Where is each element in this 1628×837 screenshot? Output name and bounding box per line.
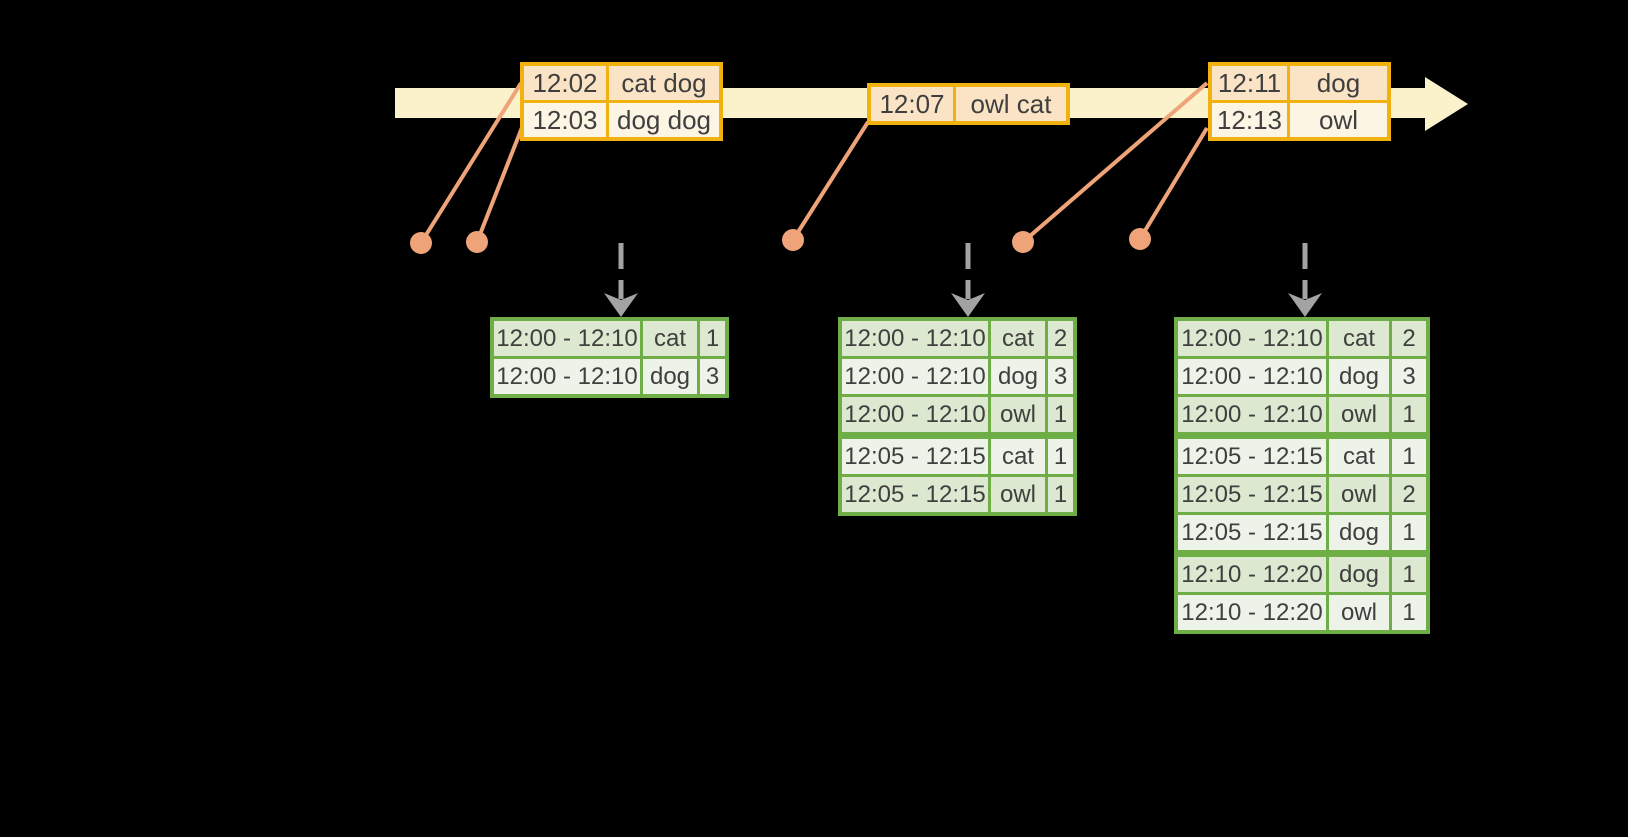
window-cell: 12:10 - 12:20 (1178, 595, 1326, 630)
count-cell: 2 (1392, 321, 1426, 356)
trigger-arrow-icon (951, 243, 985, 317)
result-table-2: 12:00 - 12:10 cat 2 12:00 - 12:10 dog 3 … (838, 317, 1077, 516)
timeline-arrowhead-icon (1425, 77, 1468, 131)
table-row: 12:00 - 12:10 cat 1 (494, 321, 725, 356)
count-cell: 1 (1392, 439, 1426, 474)
event-connector-line (419, 81, 523, 245)
result-table-3: 12:00 - 12:10 cat 2 12:00 - 12:10 dog 3 … (1174, 317, 1430, 634)
word-cell: cat (643, 321, 697, 356)
word-cell: owl (1329, 477, 1389, 512)
table-row: 12:00 - 12:10 cat 2 (1178, 321, 1426, 356)
event-dot (1129, 228, 1151, 250)
event-time-cell: 12:02 (524, 66, 606, 100)
table-row: 12:13 owl (1212, 103, 1387, 137)
count-cell: 1 (1048, 477, 1073, 512)
table-row: 12:05 - 12:15 owl 1 (842, 477, 1073, 512)
trigger-arrow-icon (1288, 243, 1322, 317)
window-cell: 12:05 - 12:15 (1178, 477, 1326, 512)
table-row: 12:00 - 12:10 dog 3 (1178, 359, 1426, 394)
table-row: 12:05 - 12:15 owl 2 (1178, 477, 1426, 512)
event-dot (466, 231, 488, 253)
window-cell: 12:00 - 12:10 (1178, 321, 1326, 356)
event-table-3: 12:11 dog 12:13 owl (1208, 62, 1391, 141)
count-cell: 1 (1392, 557, 1426, 592)
event-words-cell: owl cat (956, 87, 1066, 121)
result-table-1: 12:00 - 12:10 cat 1 12:00 - 12:10 dog 3 (490, 317, 729, 398)
window-cell: 12:00 - 12:10 (494, 359, 640, 394)
count-cell: 1 (1048, 397, 1073, 432)
window-cell: 12:10 - 12:20 (1178, 557, 1326, 592)
event-words-cell: owl (1290, 103, 1387, 137)
table-row: 12:05 - 12:15 dog 1 (1178, 515, 1426, 550)
event-dot (410, 232, 432, 254)
word-cell: cat (1329, 321, 1389, 356)
event-connector-line (475, 124, 525, 243)
word-cell: dog (1329, 557, 1389, 592)
event-words-cell: dog dog (609, 103, 719, 137)
count-cell: 2 (1048, 321, 1073, 356)
window-cell: 12:00 - 12:10 (1178, 397, 1326, 432)
event-dot (1012, 231, 1034, 253)
count-cell: 1 (700, 321, 725, 356)
count-cell: 1 (1048, 439, 1073, 474)
window-cell: 12:00 - 12:10 (842, 359, 988, 394)
window-cell: 12:00 - 12:10 (494, 321, 640, 356)
word-cell: owl (991, 477, 1045, 512)
event-time-cell: 12:11 (1212, 66, 1287, 100)
table-row: 12:00 - 12:10 dog 3 (842, 359, 1073, 394)
count-cell: 3 (1392, 359, 1426, 394)
event-words-cell: cat dog (609, 66, 719, 100)
word-cell: cat (991, 439, 1045, 474)
count-cell: 1 (1392, 595, 1426, 630)
event-time-cell: 12:13 (1212, 103, 1287, 137)
word-cell: dog (1329, 359, 1389, 394)
event-connector-line (1021, 81, 1209, 244)
window-cell: 12:05 - 12:15 (1178, 439, 1326, 474)
table-row: 12:00 - 12:10 dog 3 (494, 359, 725, 394)
count-cell: 3 (1048, 359, 1073, 394)
word-cell: owl (1329, 595, 1389, 630)
table-row: 12:02 cat dog (524, 66, 719, 100)
event-connector-line (1138, 126, 1209, 241)
window-cell: 12:05 - 12:15 (1178, 515, 1326, 550)
event-table-2: 12:07 owl cat (867, 83, 1070, 125)
count-cell: 3 (700, 359, 725, 394)
table-row: 12:10 - 12:20 dog 1 (1178, 557, 1426, 592)
table-row: 12:00 - 12:10 owl 1 (1178, 397, 1426, 432)
window-cell: 12:05 - 12:15 (842, 439, 988, 474)
event-table-1: 12:02 cat dog 12:03 dog dog (520, 62, 723, 141)
count-cell: 1 (1392, 397, 1426, 432)
word-cell: dog (1329, 515, 1389, 550)
window-cell: 12:00 - 12:10 (842, 321, 988, 356)
event-words-cell: dog (1290, 66, 1387, 100)
window-cell: 12:00 - 12:10 (842, 397, 988, 432)
event-dot (782, 229, 804, 251)
count-cell: 2 (1392, 477, 1426, 512)
word-cell: cat (1329, 439, 1389, 474)
table-row: 12:11 dog (1212, 66, 1387, 100)
word-cell: owl (991, 397, 1045, 432)
table-row: 12:07 owl cat (871, 87, 1066, 121)
trigger-arrow-icon (604, 243, 638, 317)
event-time-cell: 12:07 (871, 87, 953, 121)
count-cell: 1 (1392, 515, 1426, 550)
event-connector-line (791, 120, 870, 242)
table-row: 12:05 - 12:15 cat 1 (842, 439, 1073, 474)
event-connectors (410, 81, 1209, 254)
window-cell: 12:00 - 12:10 (1178, 359, 1326, 394)
word-cell: cat (991, 321, 1045, 356)
table-row: 12:00 - 12:10 owl 1 (842, 397, 1073, 432)
word-cell: owl (1329, 397, 1389, 432)
word-cell: dog (643, 359, 697, 394)
table-row: 12:05 - 12:15 cat 1 (1178, 439, 1426, 474)
table-row: 12:10 - 12:20 owl 1 (1178, 595, 1426, 630)
table-row: 12:00 - 12:10 cat 2 (842, 321, 1073, 356)
window-cell: 12:05 - 12:15 (842, 477, 988, 512)
table-row: 12:03 dog dog (524, 103, 719, 137)
word-cell: dog (991, 359, 1045, 394)
event-time-cell: 12:03 (524, 103, 606, 137)
